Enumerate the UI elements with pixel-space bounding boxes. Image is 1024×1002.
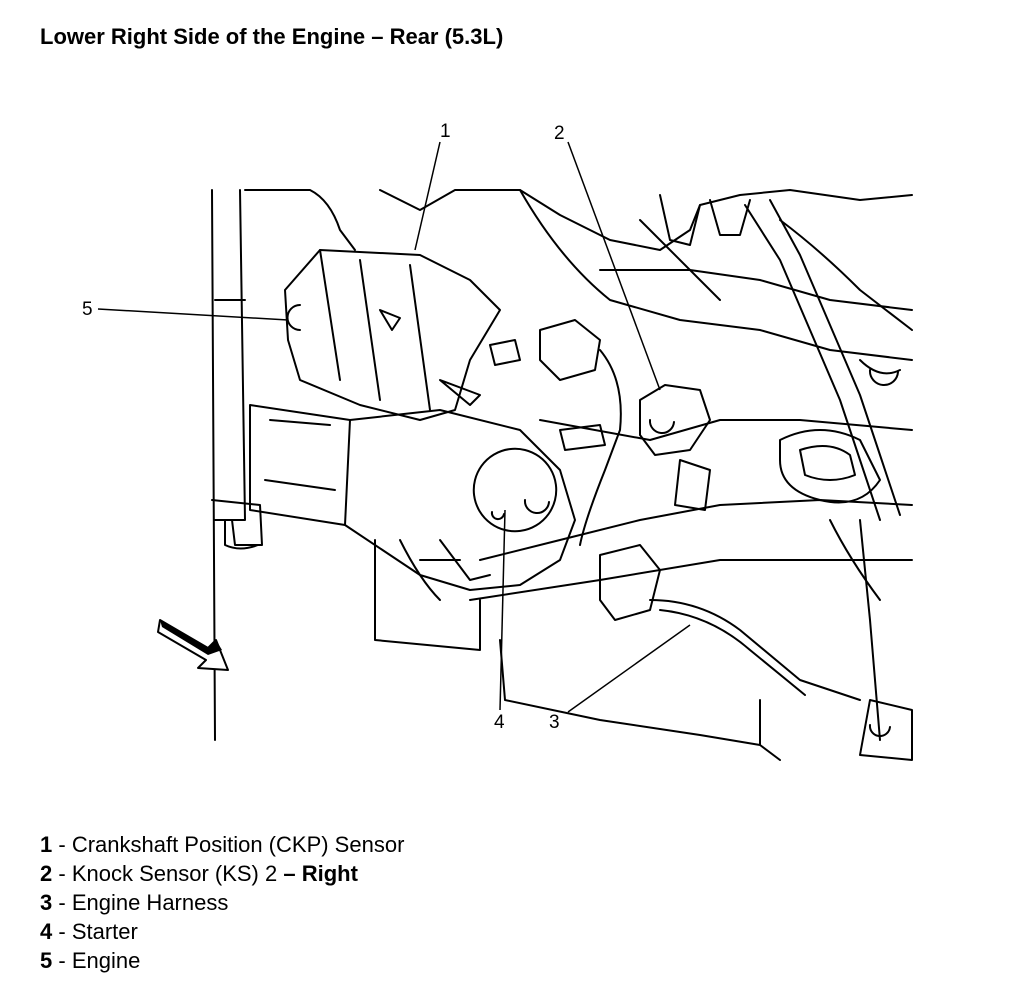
- callout-1: 1: [440, 121, 451, 142]
- legend-text: Engine: [71, 948, 141, 973]
- leader-line-1: [414, 141, 441, 251]
- starter-motor: [249, 404, 576, 591]
- legend-text: Crankshaft Position (CKP) Sensor: [71, 832, 405, 857]
- legend-number: 5: [40, 948, 53, 973]
- legend-number: 4: [40, 919, 53, 944]
- legend-item: 3 - Engine Harness: [40, 888, 404, 917]
- engine-block: [211, 189, 913, 761]
- leader-line-3: [567, 624, 691, 713]
- view-direction-arrow: [157, 619, 229, 671]
- callout-5: 5: [82, 299, 93, 320]
- legend-item: 1 - Crankshaft Position (CKP) Sensor: [40, 830, 404, 859]
- legend: 1 - Crankshaft Position (CKP) Sensor 2 -…: [40, 830, 404, 975]
- sensor-connectors: [489, 319, 861, 701]
- diagram-title: Lower Right Side of the Engine – Rear (5…: [40, 24, 504, 49]
- legend-text: Knock Sensor (KS) 2: [71, 861, 284, 886]
- leader-line-5: [97, 308, 289, 321]
- legend-text: Engine Harness: [71, 890, 229, 915]
- callout-4: 4: [494, 712, 505, 733]
- legend-separator: -: [52, 832, 72, 857]
- legend-separator: -: [52, 948, 72, 973]
- starter-solenoid: [284, 249, 501, 421]
- legend-suffix: – Right: [283, 861, 358, 886]
- legend-number: 2: [40, 861, 53, 886]
- callout-2: 2: [554, 123, 565, 144]
- callout-3: 3: [549, 712, 560, 733]
- leader-line-2: [567, 141, 661, 391]
- leader-line-4: [499, 509, 506, 711]
- legend-item: 4 - Starter: [40, 917, 404, 946]
- harness-tube: [659, 194, 901, 521]
- legend-item: 5 - Engine: [40, 946, 404, 975]
- legend-number: 1: [40, 832, 53, 857]
- legend-separator: -: [52, 919, 72, 944]
- legend-text: Starter: [71, 919, 138, 944]
- legend-item: 2 - Knock Sensor (KS) 2 – Right: [40, 859, 404, 888]
- legend-separator: -: [52, 861, 72, 886]
- legend-number: 3: [40, 890, 53, 915]
- legend-separator: -: [52, 890, 72, 915]
